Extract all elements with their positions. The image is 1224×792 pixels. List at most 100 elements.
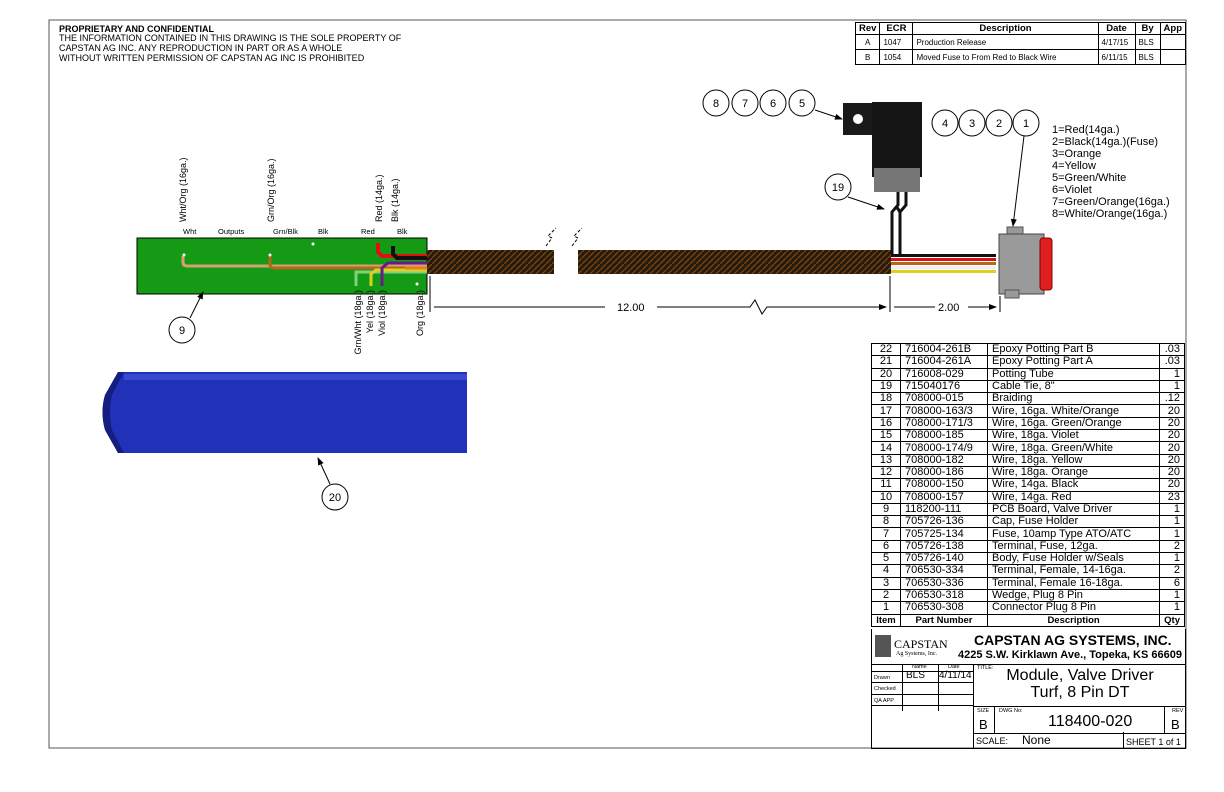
- description-cell: Wire, 18ga. Violet: [986, 429, 1161, 443]
- description-cell: Terminal, Female, 14-16ga.: [986, 564, 1161, 578]
- item-cell: 1: [871, 601, 901, 615]
- qa-label: QA APP: [874, 698, 894, 704]
- item-cell: 15: [871, 429, 901, 443]
- revision-row: B 1054 Moved Fuse to From Red to Black W…: [854, 49, 1187, 65]
- wire-label: Yel (18ga.): [365, 290, 375, 333]
- item-cell: 2: [871, 588, 901, 603]
- balloon-4: [931, 109, 959, 137]
- pcb-label: Grn/Blk: [273, 227, 298, 236]
- rev-label: REV: [1172, 708, 1184, 714]
- item-cell: 13: [871, 453, 901, 467]
- item-cell: 22: [871, 342, 901, 357]
- balloon-3: [958, 109, 986, 137]
- item-cell: 18: [871, 392, 901, 406]
- potting-tube: [102, 372, 467, 453]
- confidential-line: CAPSTAN AG INC. ANY REPRODUCTION IN PART…: [59, 43, 343, 53]
- qty-cell: 20: [1159, 453, 1185, 467]
- drawn-name: BLS: [906, 670, 925, 681]
- wire-label: Grn/Wht (18ga.): [353, 290, 363, 355]
- balloon-8: [702, 89, 730, 117]
- qty-cell: 20: [1159, 441, 1185, 455]
- ecr-cell: 1054: [879, 49, 914, 65]
- balloon-label: 4: [942, 118, 948, 130]
- company-address: 4225 S.W. Kirklawn Ave., Topeka, KS 6660…: [958, 649, 1182, 661]
- description-cell: Wire, 14ga. Red: [986, 490, 1161, 504]
- description-cell: Wire, 14ga. Black: [986, 478, 1161, 492]
- description-cell: PCB Board, Valve Driver: [986, 502, 1161, 517]
- balloon-6: [759, 89, 787, 117]
- part-number-cell: 708000-186: [900, 465, 988, 480]
- pcb-label: Red: [361, 227, 375, 236]
- by-cell: BLS: [1134, 34, 1161, 50]
- description-cell: Terminal, Female 16-18ga.: [986, 576, 1161, 590]
- part-number-cell: 118200-111: [900, 502, 988, 517]
- balloon-label: 19: [832, 182, 844, 194]
- balloon-label: 3: [969, 118, 975, 130]
- qty-cell: 6: [1159, 576, 1185, 590]
- balloon-label: 1: [1023, 118, 1029, 130]
- qty-cell: 20: [1159, 429, 1185, 443]
- part-number-cell: 706530-308: [900, 601, 988, 615]
- balloon-label: 9: [179, 325, 185, 337]
- qty-cell: 1: [1159, 588, 1185, 603]
- rev-header: Description: [912, 22, 1099, 35]
- pin-legend-item: 3=Orange: [1052, 148, 1101, 160]
- item-cell: 7: [871, 527, 901, 541]
- qty-cell: 1: [1159, 527, 1185, 541]
- app-cell: [1159, 49, 1187, 65]
- pin-legend-item: 4=Yellow: [1052, 160, 1096, 172]
- pcb-label: Outputs: [218, 227, 245, 236]
- qty-cell: 1: [1159, 502, 1185, 517]
- sheet-size: B: [979, 717, 988, 732]
- qty-cell: 20: [1159, 416, 1185, 431]
- rev-header: ECR: [879, 22, 914, 35]
- drawing-title-line2: Turf, 8 Pin DT: [1030, 684, 1130, 701]
- connector-plug: [998, 226, 1053, 299]
- part-number-cell: 708000-185: [900, 429, 988, 443]
- pin-legend-item: 8=White/Orange(16ga.): [1052, 208, 1167, 220]
- balloon-19: [824, 173, 852, 201]
- checked-label: Checked: [874, 686, 896, 692]
- balloon-label: 20: [329, 492, 341, 504]
- bom-header: Item: [871, 613, 901, 627]
- item-cell: 21: [871, 355, 901, 369]
- description-cell: Cable Tie, 8": [986, 379, 1161, 394]
- revision-row: A 1047 Production Release 4/17/15 BLS: [854, 34, 1187, 50]
- drawing-number: 118400-020: [1048, 713, 1133, 730]
- part-number-cell: 708000-182: [900, 453, 988, 467]
- confidential-heading: PROPRIETARY AND CONFIDENTIAL: [59, 24, 215, 34]
- part-number-cell: 705725-134: [900, 527, 988, 541]
- logo-text: CAPSTAN: [894, 637, 948, 651]
- item-cell: 4: [871, 564, 901, 578]
- wire-label: Red (14ga.): [374, 174, 384, 222]
- drawing-border: [48, 19, 1187, 749]
- pcb-label: Wht: [183, 227, 197, 236]
- part-number-cell: 716008-029: [900, 367, 988, 381]
- item-cell: 8: [871, 515, 901, 529]
- ecr-cell: 1047: [879, 34, 914, 50]
- bom-header: Part Number: [900, 613, 988, 627]
- qty-cell: 20: [1159, 404, 1185, 418]
- bom-header: Description: [986, 613, 1161, 627]
- pin-legend-item: 1=Red(14ga.): [1052, 124, 1120, 136]
- fuse-holder: [843, 102, 922, 192]
- braided-cable: [427, 227, 891, 274]
- wire-label: Blk (14ga.): [390, 178, 400, 222]
- rev-cell: A: [854, 34, 881, 50]
- name-label: Name: [912, 664, 927, 670]
- part-number-cell: 715040176: [900, 379, 988, 394]
- item-cell: 11: [871, 478, 901, 492]
- revision-table: Rev ECR Description Date By App A 1047 P…: [854, 22, 1187, 65]
